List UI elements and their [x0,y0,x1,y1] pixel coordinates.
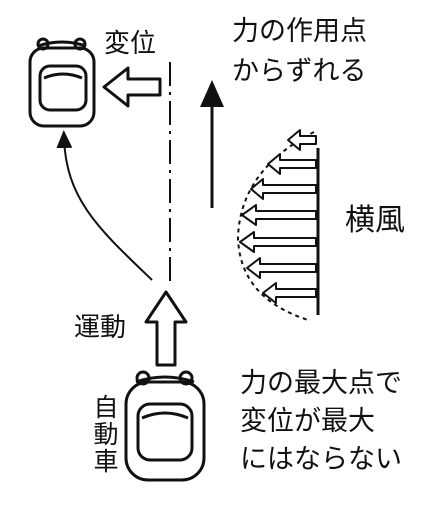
force-point-label-line2: からずれる [232,56,367,87]
motion-label: 運動 [74,313,127,343]
wind-arrow-icon [246,257,317,279]
wind-arrow-icon [250,178,317,200]
wind-arrows [239,129,317,304]
wind-distribution-curve [236,131,315,321]
motion-arrow-icon [144,290,188,367]
car-top-icon [28,37,96,128]
wind-arrow-icon [262,282,317,304]
wind-arrow-icon [239,231,317,253]
wind-arrow-icon [241,204,317,226]
note-line2: 変位が最大 [240,406,375,437]
note-line3: にはならない [240,444,402,475]
car-bottom-icon [124,370,206,482]
trajectory-curve [56,130,153,281]
crosswind-label: 横風 [345,203,405,238]
displacement-label: 変位 [104,29,157,59]
wind-arrow-icon [267,153,317,175]
wind-arrow-icon [287,129,317,151]
car-label: 自動車 [90,394,119,475]
force-point-label-line1: 力の作用点 [232,16,367,47]
note-line1: 力の最大点で [240,368,402,399]
displacement-arrow-icon [102,66,162,108]
